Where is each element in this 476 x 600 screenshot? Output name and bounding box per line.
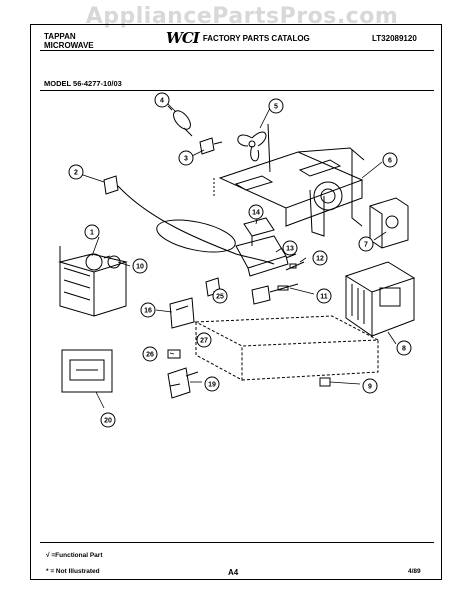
brand-line-2: MICROWAVE bbox=[44, 41, 94, 50]
callout-6: 6 bbox=[388, 158, 392, 165]
header-rule bbox=[40, 50, 434, 51]
callout-19: 19 bbox=[208, 382, 216, 389]
lamp-bulb bbox=[167, 105, 193, 137]
chassis-frame bbox=[213, 147, 365, 237]
wci-logo: WCI bbox=[166, 29, 200, 47]
magnetron bbox=[58, 246, 128, 317]
callout-7: 7 bbox=[364, 242, 368, 249]
callout-8: 8 bbox=[402, 346, 406, 353]
callout-12: 12 bbox=[316, 256, 324, 263]
callout-10: 10 bbox=[136, 264, 144, 271]
callout-13: 13 bbox=[286, 246, 294, 253]
callout-2: 2 bbox=[74, 170, 78, 177]
model-rule bbox=[40, 90, 434, 91]
callout-4: 4 bbox=[160, 98, 164, 105]
callout-1: 1 bbox=[90, 230, 94, 237]
actuator bbox=[167, 349, 181, 359]
capacitor-bracket bbox=[243, 217, 275, 246]
diode bbox=[285, 261, 305, 271]
catalog-header: WCI FACTORY PARTS CATALOG bbox=[166, 29, 310, 47]
callout-26: 26 bbox=[146, 352, 154, 359]
thermal-cutout bbox=[319, 377, 331, 387]
relay bbox=[251, 285, 271, 305]
brand-line-1: TAPPAN bbox=[44, 32, 76, 41]
stirrer-motor bbox=[369, 197, 409, 249]
control-panel bbox=[61, 349, 113, 393]
callout-3: 3 bbox=[184, 156, 188, 163]
transformer bbox=[344, 261, 416, 337]
footer-rule bbox=[40, 542, 434, 543]
callout-25: 25 bbox=[216, 294, 224, 301]
functional-part-note: √ =Functional Part bbox=[46, 552, 103, 559]
fan-blade bbox=[237, 123, 271, 173]
catalog-title: FACTORY PARTS CATALOG bbox=[202, 33, 310, 43]
callout-16: 16 bbox=[144, 308, 152, 315]
catalog-date: 4/89 bbox=[408, 568, 421, 575]
callout-20: 20 bbox=[104, 418, 112, 425]
callout-9: 9 bbox=[368, 384, 372, 391]
catalog-number: LT32089120 bbox=[372, 34, 417, 43]
not-illustrated-note: * = Not Illustrated bbox=[46, 568, 100, 575]
base-tray-outline bbox=[194, 315, 380, 381]
page-frame bbox=[30, 24, 442, 580]
callout-11: 11 bbox=[320, 294, 328, 301]
callout-14: 14 bbox=[252, 210, 260, 217]
power-cord bbox=[103, 175, 275, 265]
interlock-switch-16 bbox=[169, 297, 195, 329]
callout-27: 27 bbox=[200, 338, 208, 345]
antenna bbox=[103, 255, 121, 269]
monitor-switch bbox=[167, 367, 199, 399]
model-label: MODEL 56-4277-10/03 bbox=[44, 79, 122, 88]
lamp-socket bbox=[199, 137, 223, 155]
page-number: A4 bbox=[228, 568, 239, 577]
fuse bbox=[269, 283, 299, 293]
capacitor bbox=[235, 235, 297, 277]
callout-5: 5 bbox=[274, 104, 278, 111]
